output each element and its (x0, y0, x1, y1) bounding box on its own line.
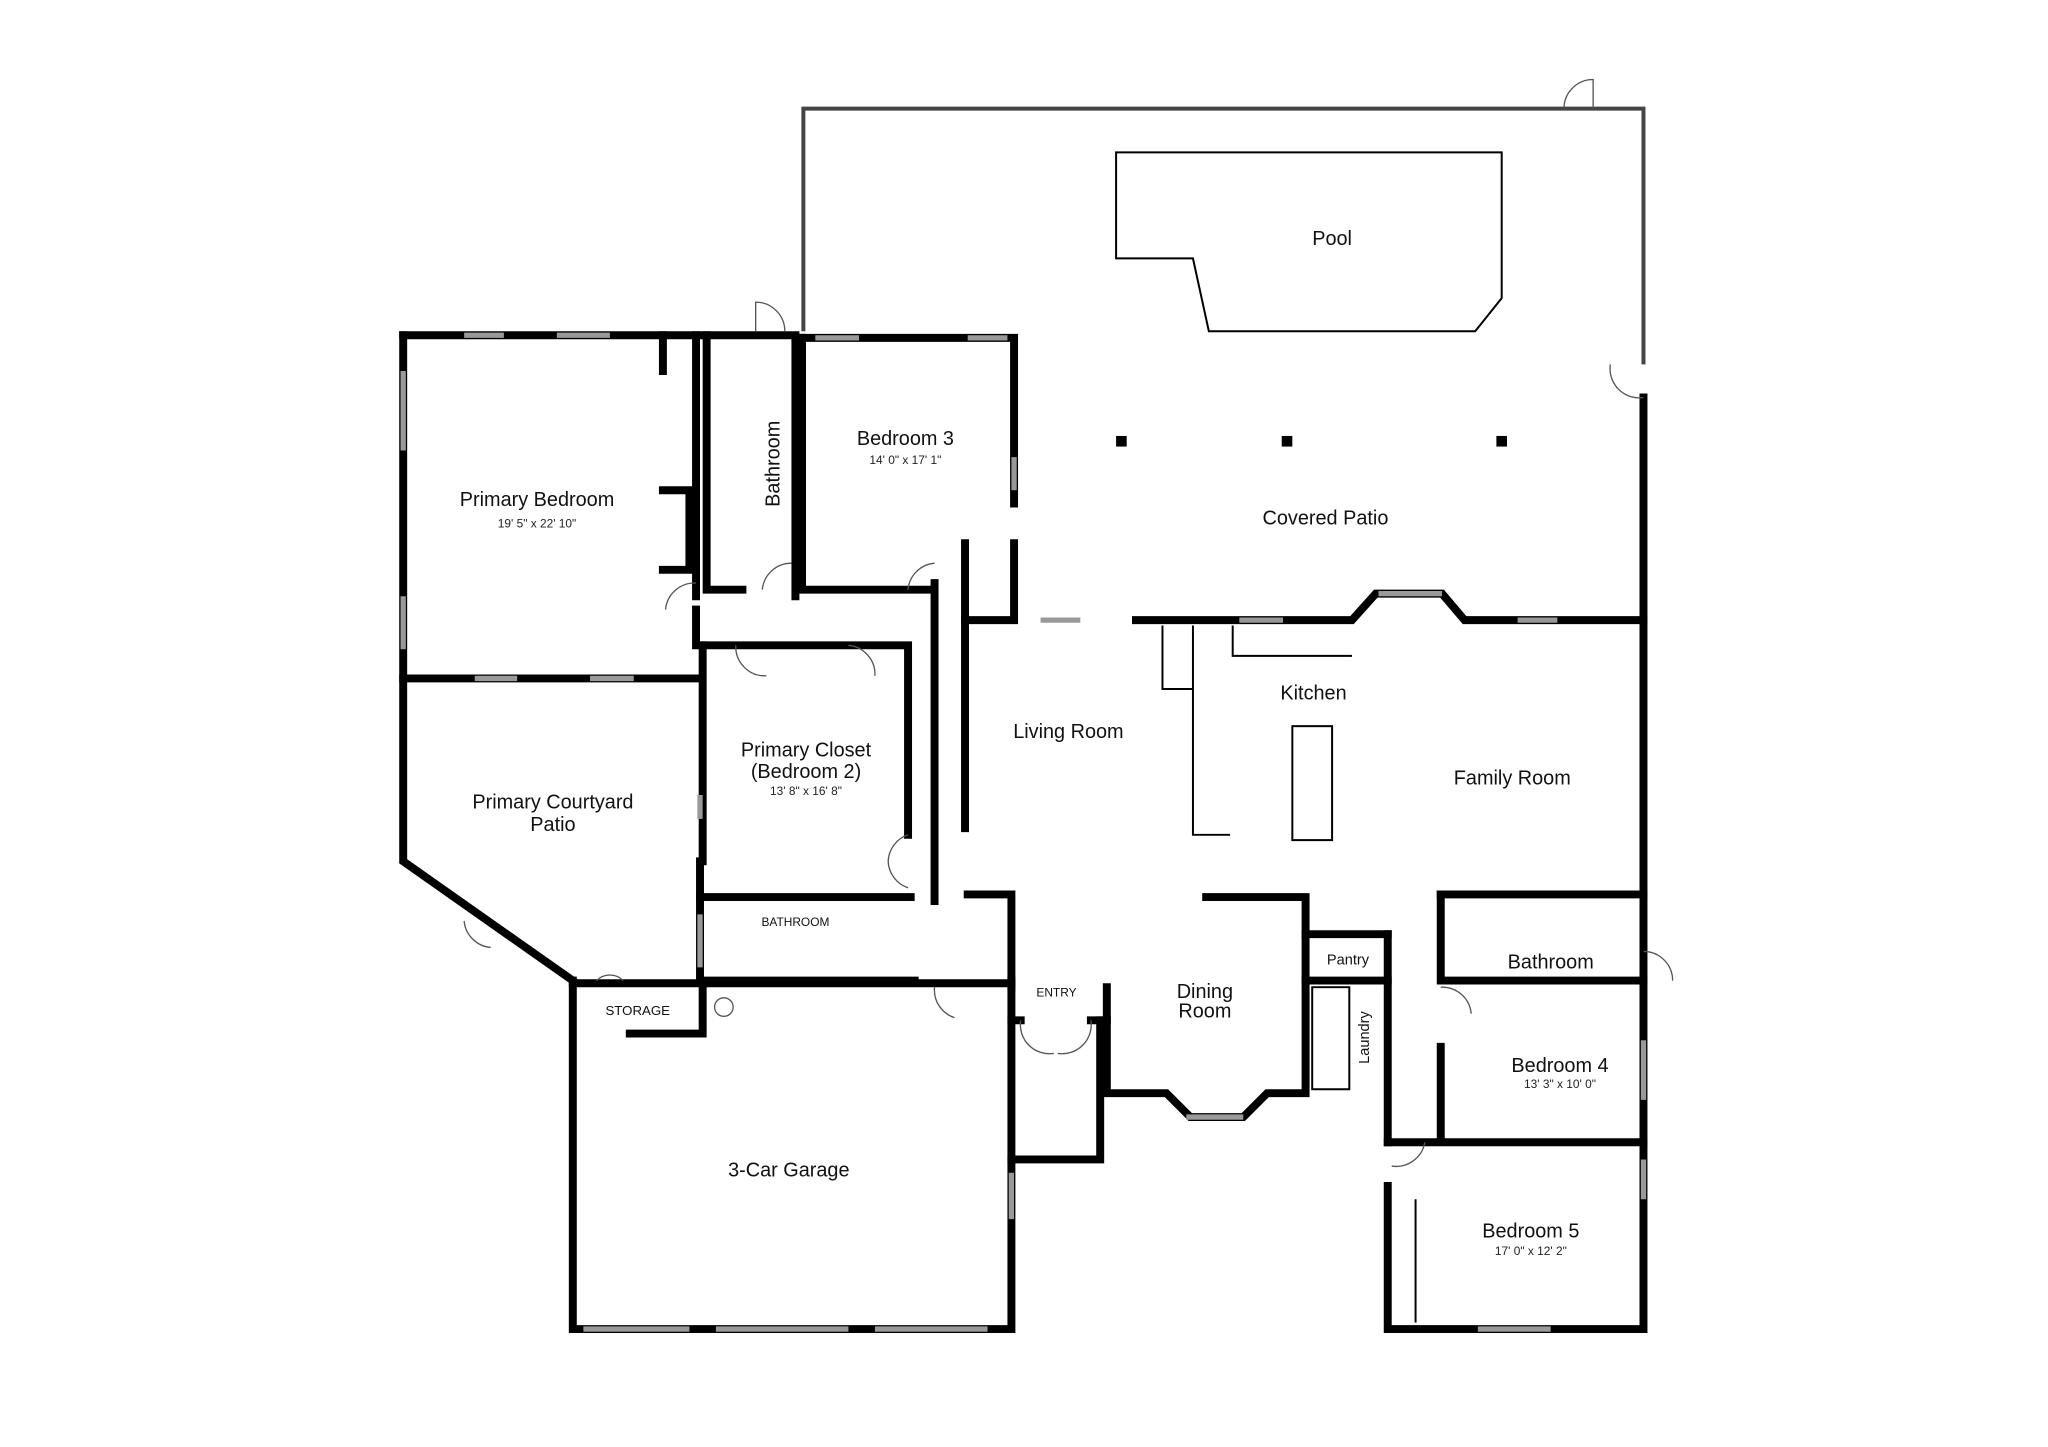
room-dims-bedroom-5: 17' 0" x 12' 2" (1495, 1244, 1567, 1258)
room-label-bedroom-4: Bedroom 4 (1511, 1055, 1608, 1077)
room-label-dining-2: Room (1178, 1001, 1231, 1023)
room-label-entry: ENTRY (1036, 985, 1076, 999)
room-label-primary-courtyard-2: Patio (530, 814, 575, 836)
room-label-covered-patio: Covered Patio (1263, 508, 1389, 530)
doors (463, 301, 1674, 1168)
room-label-garage: 3-Car Garage (728, 1160, 849, 1182)
room-label-primary-closet-2: (Bedroom 2) (751, 761, 861, 783)
room-label-bedroom-5: Bedroom 5 (1482, 1221, 1579, 1243)
room-dims-primary-bedroom: 19' 5" x 22' 10" (498, 516, 577, 530)
windows (400, 332, 1647, 1332)
room-dims-bedroom-3: 14' 0" x 17' 1" (869, 453, 941, 467)
room-label-storage: STORAGE (605, 1003, 670, 1018)
room-label-family-room: Family Room (1454, 767, 1571, 789)
room-label-pantry: Pantry (1327, 953, 1370, 969)
room-label-living-room: Living Room (1013, 721, 1123, 743)
walls (399, 331, 1648, 1334)
room-label-bathroom-small: BATHROOM (761, 915, 829, 929)
room-label-primary-closet: Primary Closet (741, 740, 872, 762)
room-label-pool: Pool (1312, 228, 1352, 250)
pool-fence (801, 106, 1646, 365)
room-dims-bedroom-4: 13' 3" x 10' 0" (1524, 1077, 1596, 1091)
patio-columns (1116, 435, 1507, 447)
fence-gate (1563, 78, 1594, 109)
room-label-primary-bedroom: Primary Bedroom (460, 489, 615, 511)
room-label-kitchen: Kitchen (1280, 683, 1346, 705)
room-dims-primary-closet: 13' 8" x 16' 8" (770, 784, 842, 798)
room-label-primary-courtyard: Primary Courtyard (472, 791, 633, 813)
room-label-laundry: Laundry (1357, 1011, 1373, 1064)
room-label-bathroom-primary: Bathroom (763, 421, 785, 507)
room-label-bathroom-right: Bathroom (1508, 952, 1594, 974)
pool (1115, 151, 1503, 333)
room-label-dining: Dining (1177, 981, 1233, 1003)
room-label-bedroom-3: Bedroom 3 (857, 428, 954, 450)
